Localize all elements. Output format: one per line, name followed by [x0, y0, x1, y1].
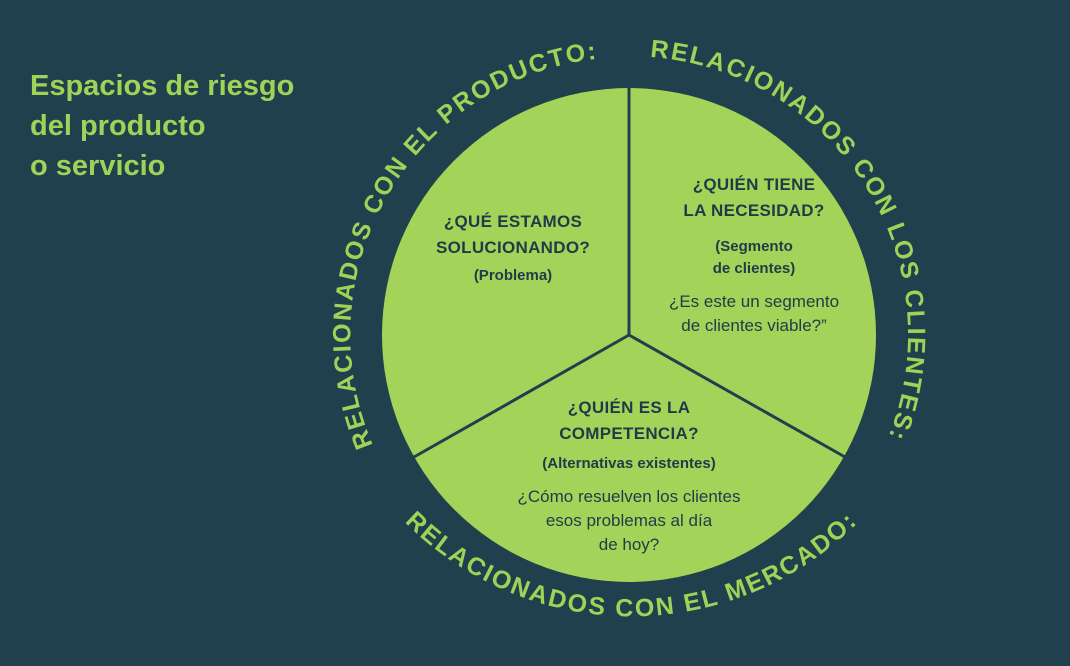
segment-clientes: ¿QUIÉN TIENE LA NECESIDAD? (Segmento de … [636, 172, 872, 338]
clientes-body-line-1: ¿Es este un segmento [668, 292, 840, 311]
segment-problema: ¿QUÉ ESTAMOS SOLUCIONANDO? (Problema) [408, 209, 618, 287]
clientes-question-line-1: ¿QUIÉN TIENE [692, 175, 816, 194]
diagram-title: Espacios de riesgo del producto o servic… [30, 66, 294, 186]
problema-question-line-1: ¿QUÉ ESTAMOS [443, 212, 583, 231]
clientes-subtitle-line-2: de clientes) [712, 260, 796, 277]
competencia-body-line-2: esos problemas al día [545, 511, 713, 530]
problema-question-line-2: SOLUCIONANDO? [435, 238, 591, 257]
clientes-subtitle-line-1: (Segmento [715, 238, 793, 255]
clientes-body-line-2: de clientes viable?” [681, 316, 827, 335]
competencia-body-line-3: de hoy? [598, 535, 660, 554]
segment-competencia: ¿QUIÉN ES LA COMPETENCIA? (Alternativas … [469, 395, 789, 557]
divider-right [628, 333, 846, 459]
title-line-2: del producto [30, 110, 206, 142]
competencia-subtitle: (Alternativas existentes) [542, 455, 716, 472]
competencia-question-line-1: ¿QUIÉN ES LA [567, 398, 691, 417]
divider-left [413, 333, 630, 459]
clientes-question-line-2: LA NECESIDAD? [683, 201, 825, 220]
segment-dividers [413, 88, 846, 459]
title-line-1: Espacios de riesgo [30, 70, 295, 102]
competencia-question-line-2: COMPETENCIA? [559, 424, 699, 443]
problema-subtitle: (Problema) [473, 267, 553, 284]
competencia-body-line-1: ¿Cómo resuelven los clientes [517, 487, 741, 506]
title-line-3: o servicio [30, 150, 166, 182]
